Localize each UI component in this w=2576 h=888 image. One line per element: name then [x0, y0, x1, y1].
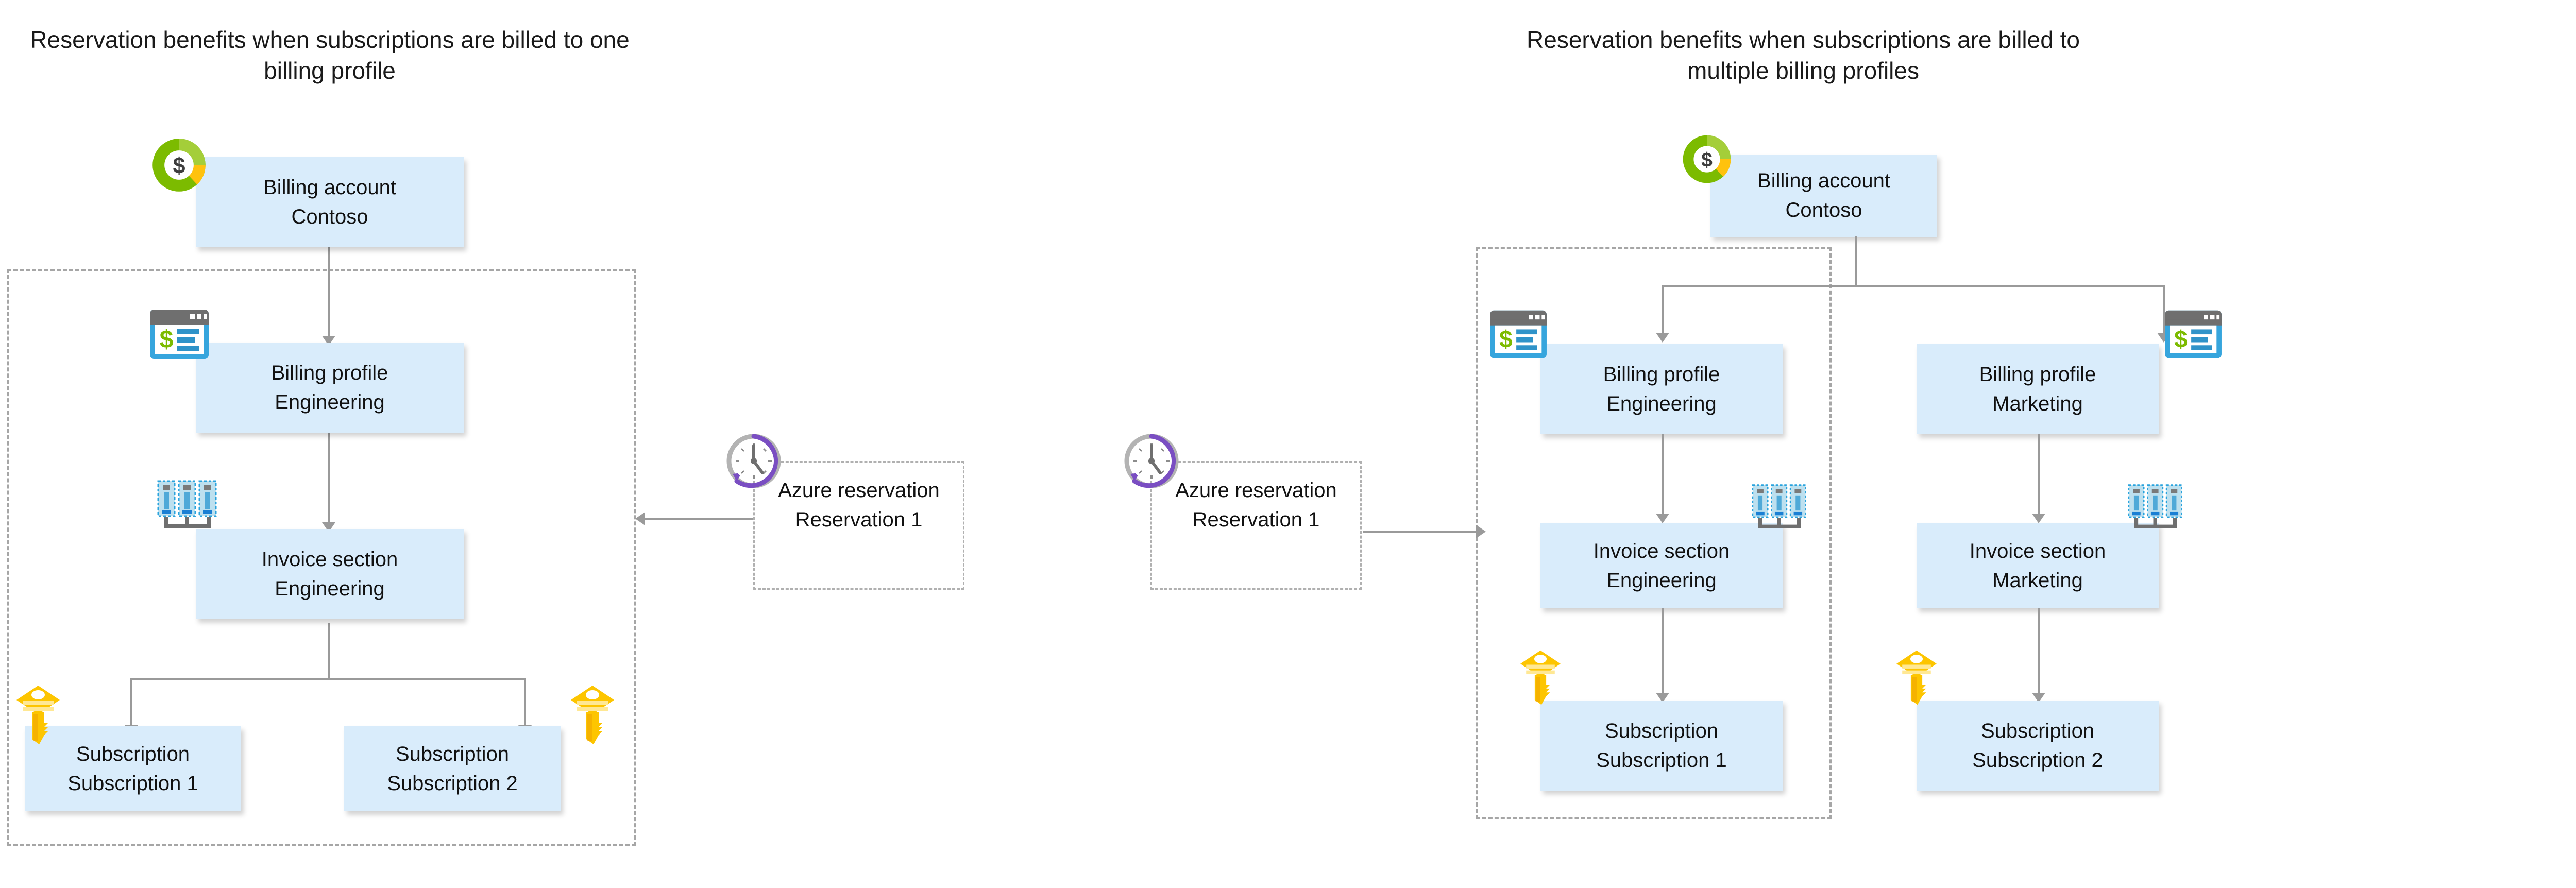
arrow-invoice-to-subscription-1-right	[1656, 693, 1669, 703]
node-line-2: Contoso	[1785, 199, 1862, 221]
node-line-2: Engineering	[1606, 392, 1717, 415]
connector-branch-sub2-left	[524, 678, 526, 728]
node-billing-account-left[interactable]: Billing account Contoso	[196, 157, 464, 247]
node-line-1: Billing account	[1757, 169, 1890, 193]
billing-profile-icon: $	[148, 306, 211, 364]
connector-reservation-to-right-scope	[1363, 531, 1476, 533]
arrow-profile-to-invoice-engineering	[1656, 514, 1669, 523]
svg-text:$: $	[160, 326, 174, 353]
node-line-2: Engineering	[275, 390, 385, 414]
connector-branch-profile-marketing	[2163, 285, 2165, 336]
node-line-1: Billing profile	[1603, 363, 1720, 386]
svg-text:$: $	[1701, 149, 1713, 172]
arrow-reservation-to-right-scope	[1476, 525, 1486, 538]
node-line-2: Contoso	[291, 205, 368, 228]
node-billing-profile-left[interactable]: Billing profile Engineering	[196, 343, 464, 433]
connector-invoice-to-subscription-2-right	[2038, 608, 2040, 696]
node-line-1: Subscription	[76, 742, 190, 765]
connector-branch-sub1-left	[130, 678, 132, 728]
node-line-1: Billing account	[263, 176, 396, 199]
subscription-key-icon	[10, 682, 66, 755]
billing-account-icon: $	[1675, 128, 1738, 191]
azure-reservation-clock-icon	[724, 432, 784, 491]
connector-profile-to-invoice-engineering	[1662, 434, 1664, 517]
billing-account-icon: $	[144, 130, 214, 200]
node-subscription-2-right[interactable]: Subscription Subscription 2	[1917, 701, 2159, 791]
node-billing-profile-marketing-right[interactable]: Billing profile Marketing	[1917, 344, 2159, 434]
node-subscription-1-left[interactable]: Subscription Subscription 1	[25, 726, 241, 811]
node-billing-account-right[interactable]: Billing account Contoso	[1710, 155, 1937, 237]
subscription-key-icon	[1891, 647, 1942, 715]
connector-invoice-trunk-left	[328, 623, 330, 679]
connector-invoice-to-subscription-1-right	[1662, 608, 1664, 696]
node-line-1: Subscription	[395, 742, 510, 765]
billing-profile-icon: $	[2163, 308, 2224, 363]
node-azure-reservation-right[interactable]: Azure reservation Reservation 1	[1150, 461, 1362, 590]
connector-account-trunk-right	[1855, 236, 1857, 287]
arrow-profile-to-invoice-marketing	[2032, 514, 2045, 523]
node-line-2: Marketing	[1992, 392, 2083, 415]
node-line-2: Engineering	[275, 577, 385, 600]
connector-reservation-to-left-scope	[645, 518, 753, 520]
node-line-1: Subscription	[1604, 719, 1719, 742]
azure-reservation-clock-icon	[1122, 432, 1181, 491]
arrow-to-profile-engineering	[1656, 333, 1669, 343]
node-line-1: Billing profile	[1979, 363, 2096, 386]
invoice-section-icon	[2128, 483, 2184, 540]
connector-profile-to-invoice-left	[328, 433, 330, 525]
invoice-section-icon	[157, 479, 219, 541]
node-line-1: Invoice section	[1593, 539, 1730, 562]
node-line-1: Azure reservation	[1175, 479, 1337, 502]
node-subscription-1-right[interactable]: Subscription Subscription 1	[1540, 701, 1783, 791]
node-line-2: Subscription 1	[67, 772, 198, 795]
billing-profile-scope-left	[7, 269, 636, 846]
node-line-1: Invoice section	[261, 548, 398, 571]
panel-title-single-profile: Reservation benefits when subscriptions …	[30, 26, 630, 84]
node-line-2: Reservation 1	[1192, 508, 1320, 531]
node-line-2: Marketing	[1992, 569, 2083, 592]
connector-invoice-bus-left	[130, 678, 526, 680]
connector-profile-to-invoice-marketing	[2038, 434, 2040, 517]
node-line-2: Subscription 1	[1596, 748, 1727, 772]
node-azure-reservation-left[interactable]: Azure reservation Reservation 1	[753, 461, 964, 590]
arrow-reservation-to-left-scope	[635, 512, 645, 525]
node-line-1: Subscription	[1980, 719, 2095, 742]
invoice-section-icon	[1752, 483, 1808, 540]
node-line-2: Subscription 2	[1972, 748, 2103, 772]
node-subscription-2-left[interactable]: Subscription Subscription 2	[344, 726, 561, 811]
node-line-2: Engineering	[1606, 569, 1717, 592]
node-line-1: Invoice section	[1969, 539, 2106, 562]
arrow-invoice-to-subscription-2-right	[2032, 693, 2045, 703]
node-billing-profile-engineering-right[interactable]: Billing profile Engineering	[1540, 344, 1783, 434]
subscription-key-icon	[565, 682, 620, 755]
panel-title-multiple-profiles: Reservation benefits when subscriptions …	[1527, 26, 2080, 84]
node-line-2: Reservation 1	[795, 508, 923, 531]
connector-account-to-profile-left	[328, 246, 330, 339]
connector-account-bus-right	[1662, 285, 2165, 287]
node-invoice-section-marketing-right[interactable]: Invoice section Marketing	[1917, 523, 2159, 608]
node-line-1: Azure reservation	[778, 479, 940, 502]
node-invoice-section-engineering-right[interactable]: Invoice section Engineering	[1540, 523, 1783, 608]
node-invoice-section-left[interactable]: Invoice section Engineering	[196, 529, 464, 619]
svg-text:$: $	[2174, 326, 2188, 352]
billing-profile-icon: $	[1488, 308, 1549, 363]
connector-branch-profile-engineering	[1662, 285, 1664, 336]
svg-text:$: $	[173, 154, 185, 179]
svg-text:$: $	[1499, 326, 1513, 352]
node-line-2: Subscription 2	[387, 772, 518, 795]
node-line-1: Billing profile	[271, 361, 388, 384]
subscription-key-icon	[1515, 647, 1566, 715]
